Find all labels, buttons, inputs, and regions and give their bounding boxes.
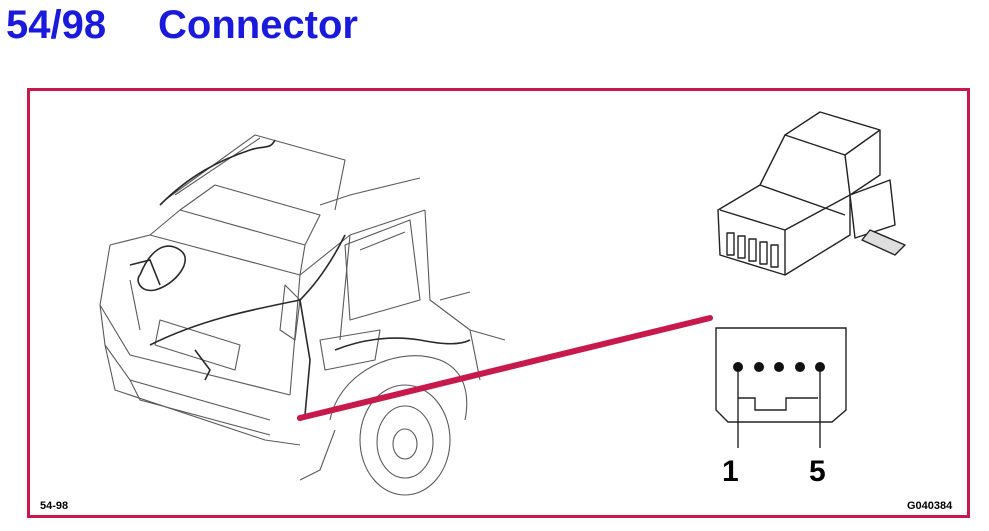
figure-id-left: 54-98 (40, 500, 69, 512)
connector-face-view (715, 327, 847, 448)
vehicle-illustration (99, 134, 506, 496)
pin-label-last: 5 (809, 455, 826, 488)
pin-4-terminal (795, 362, 805, 372)
diagram-title: 54/98 Connector (6, 2, 358, 48)
pin-3-terminal (774, 362, 784, 372)
pin-label-first: 1 (722, 455, 739, 488)
connector-number: 54/98 (6, 3, 107, 47)
connector-location-marker (297, 415, 303, 421)
pin-5-terminal (815, 362, 825, 372)
pin-1-terminal (733, 362, 743, 372)
wiring-harness (129, 139, 471, 416)
callout-line (297, 315, 713, 421)
diagram-frame (27, 88, 970, 518)
connector-pins (733, 362, 825, 372)
title-text: Connector (158, 3, 358, 47)
figure-id-right: G040384 (907, 500, 953, 512)
connector-housing-illustration (717, 111, 906, 276)
pin-2-terminal (754, 362, 764, 372)
